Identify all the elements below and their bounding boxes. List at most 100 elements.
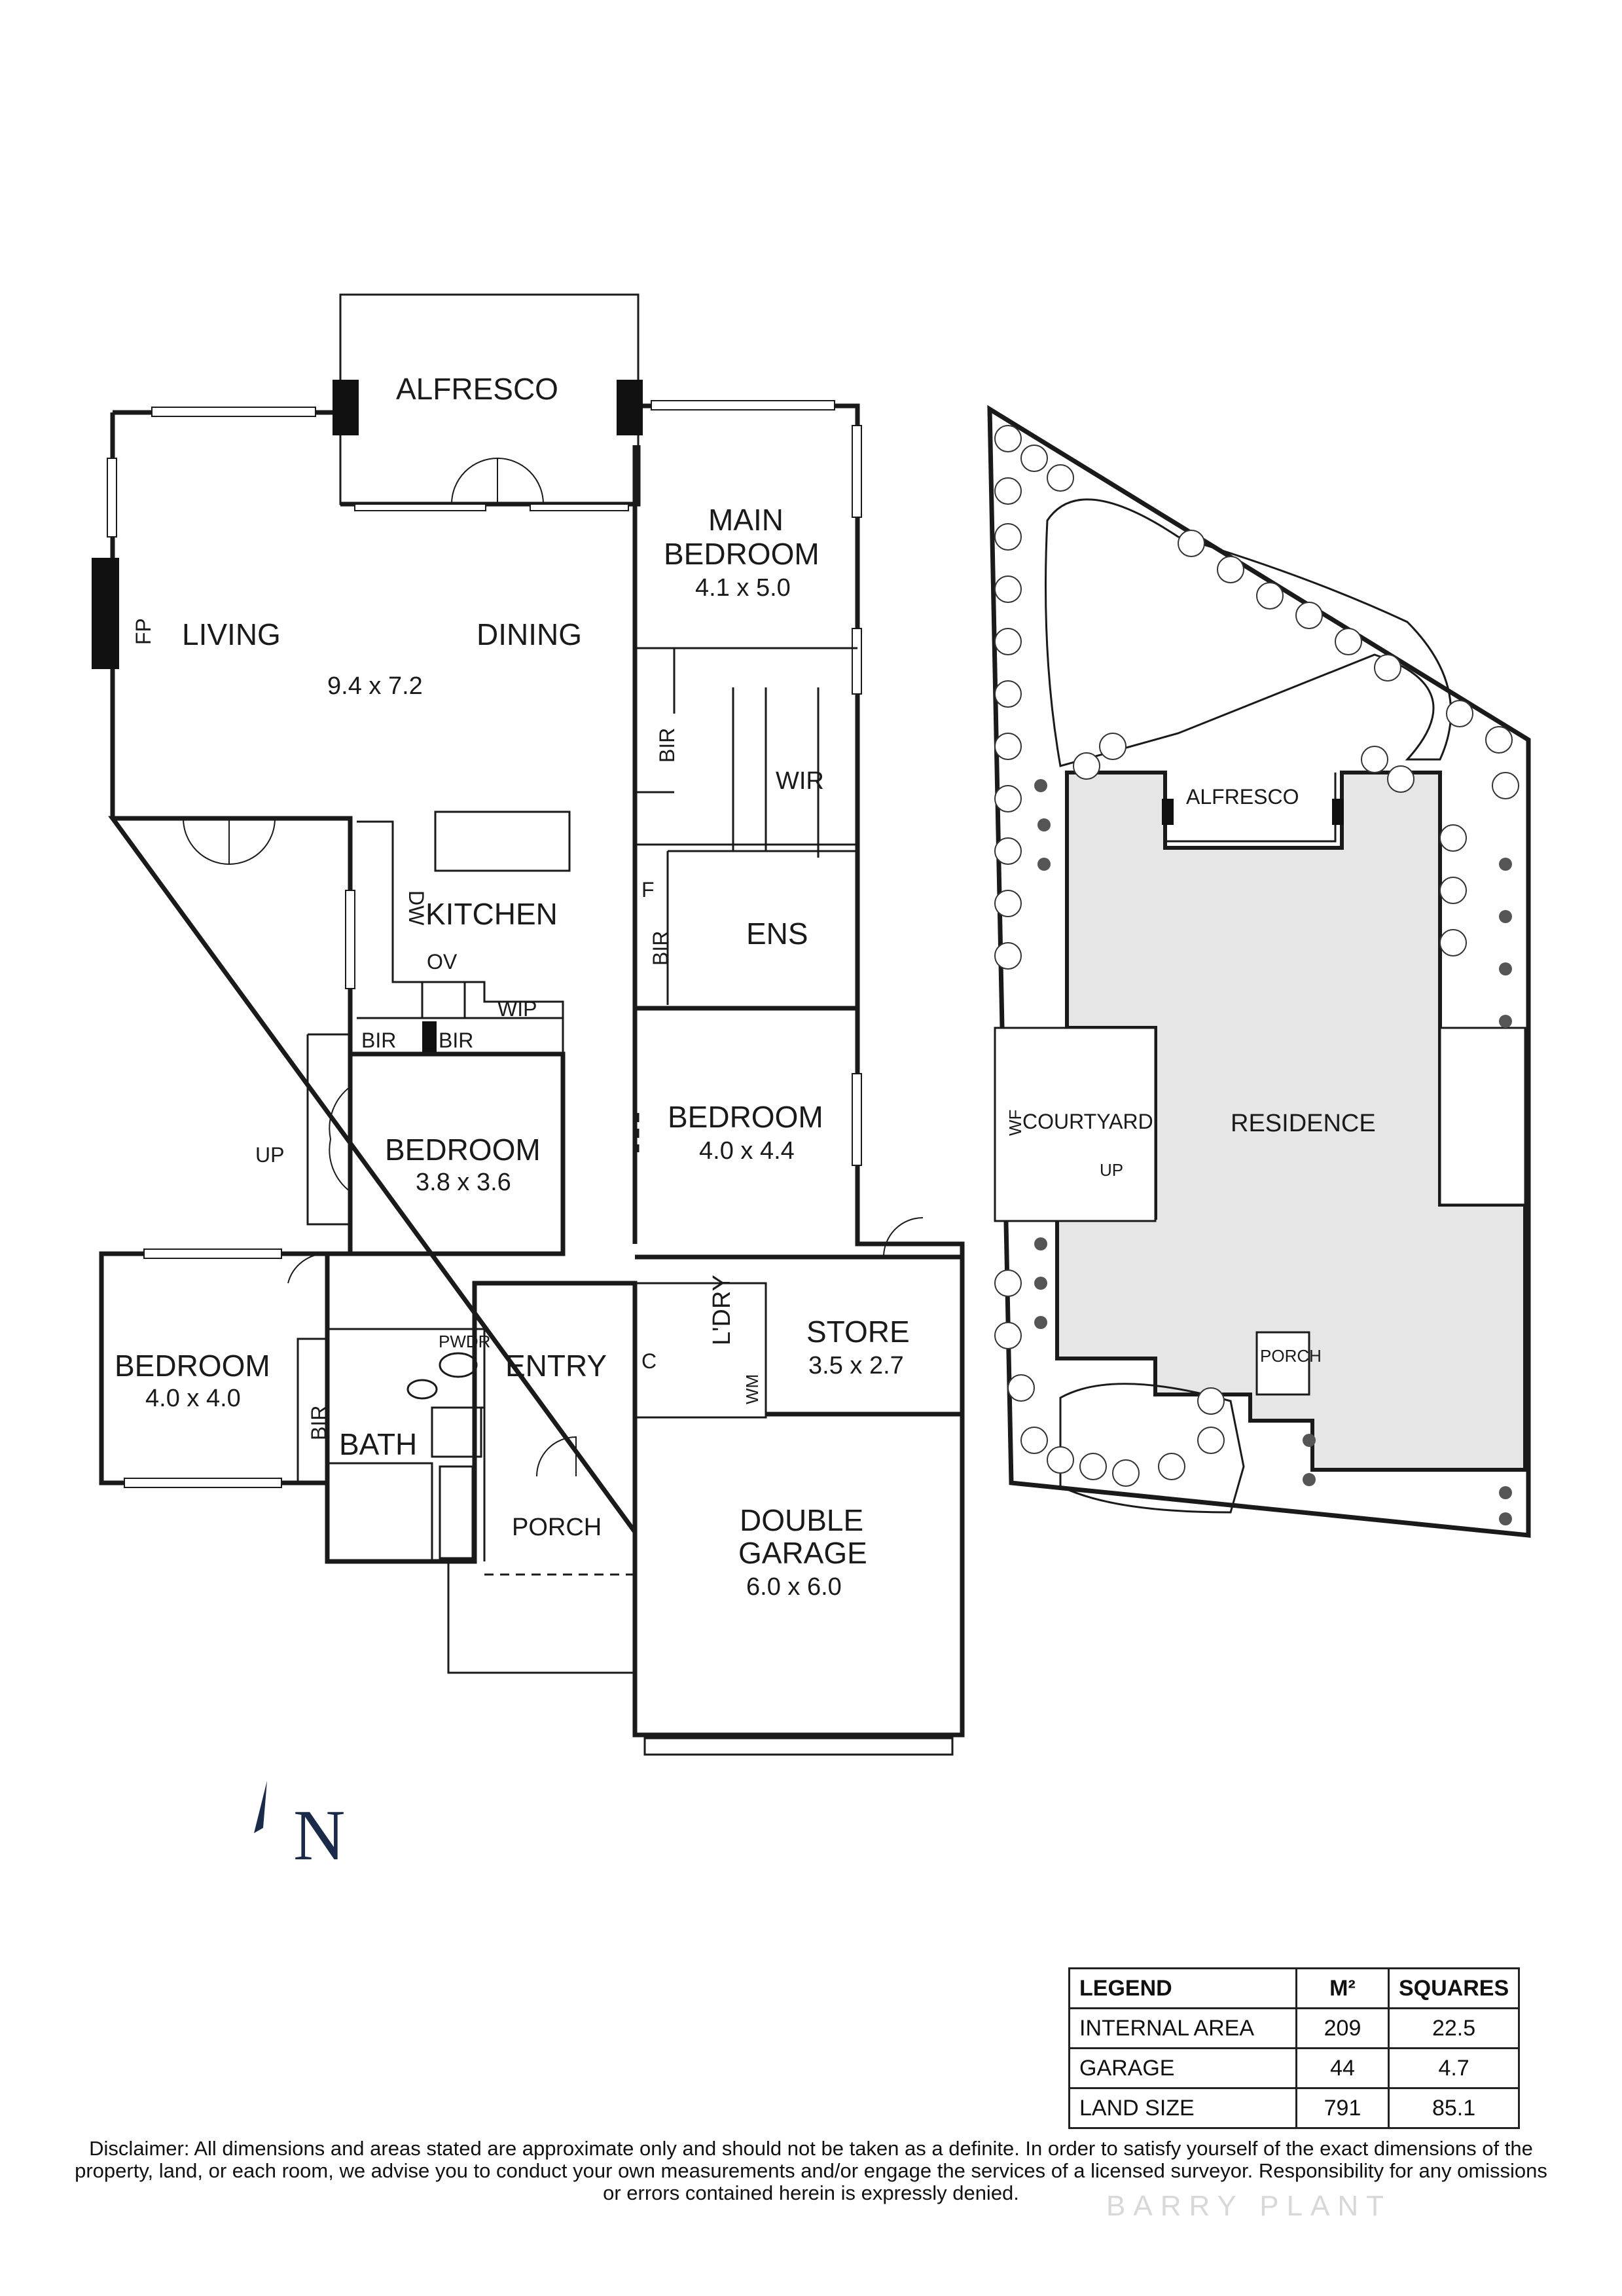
window-north-bedroom4 [143, 1248, 282, 1259]
store-walls [766, 1254, 965, 1417]
label-bedroom2: BEDROOM [385, 1133, 541, 1167]
label-bir-b: BIR [439, 1029, 473, 1052]
window-north-living [151, 407, 316, 417]
north-pointer [254, 1781, 267, 1833]
bedroom2-walls [348, 1051, 566, 1256]
label-porch: PORCH [512, 1514, 602, 1541]
alfresco-site-col-left [1162, 799, 1174, 825]
label-double: DOUBLE [740, 1503, 863, 1537]
stair-door [329, 1086, 351, 1192]
legend-cell-label: LAND SIZE [1068, 2087, 1297, 2129]
label-living: LIVING [182, 617, 281, 651]
legend-row: LAND SIZE 791 85.1 [1068, 2087, 1521, 2129]
label-fp: FP [132, 618, 155, 645]
label-entry: ENTRY [505, 1349, 607, 1383]
disclaimer-text: Disclaimer: All dimensions and areas sta… [75, 2137, 1547, 2204]
toilet [439, 1352, 478, 1378]
label-ens: ENS [746, 917, 808, 951]
label-ldry: L'DRY [708, 1275, 736, 1345]
porch-site [1255, 1331, 1310, 1396]
label-garage: GARAGE [738, 1536, 867, 1570]
floor-plan: ALFRESCO LIVING DINING 9.4 x 7.2 FP MAIN… [92, 293, 965, 1756]
fireplace [92, 558, 119, 669]
basin [406, 1379, 438, 1400]
bedroom-sliding-doors [562, 1113, 640, 1152]
site-plan: ALFRESCO COURTYARD WF UP RESIDENCE PORCH [987, 405, 1531, 1538]
garage-door [643, 1737, 954, 1756]
cooktop [421, 981, 466, 1019]
legend-header-row: LEGEND M² SQUARES [1068, 1967, 1521, 2009]
garden-north [1045, 498, 1452, 767]
alfresco-doors [451, 457, 544, 505]
legend-cell-squares: 4.7 [1387, 2047, 1521, 2089]
label-pwdr: PWDR [439, 1332, 490, 1351]
legend-cell-m2: 791 [1295, 2087, 1390, 2129]
label-store-size: 3.5 x 2.7 [808, 1352, 904, 1379]
window-west-living [107, 458, 117, 538]
label-bedroom3: BEDROOM [668, 1100, 823, 1134]
legend-row: INTERNAL AREA 209 22.5 [1068, 2007, 1521, 2049]
site-label-wf: WF [1005, 1110, 1025, 1136]
wir-walls [635, 687, 820, 858]
label-main-bedroom-size: 4.1 x 5.0 [695, 574, 791, 602]
site-label-courtyard: COURTYARD [1022, 1110, 1153, 1133]
north-letter: N [293, 1795, 345, 1872]
boundary-shrubs [1034, 779, 1512, 1525]
legend-header-squares: SQUARES [1387, 1967, 1521, 2009]
window-north-main-bedroom [651, 400, 835, 410]
alfresco-site-col-right [1332, 799, 1344, 825]
label-f: F [641, 878, 655, 902]
site-label-alfresco: ALFRESCO [1186, 785, 1299, 809]
label-dining: DINING [477, 617, 582, 651]
label-up: UP [255, 1143, 284, 1167]
label-living-size: 9.4 x 7.2 [327, 672, 423, 700]
window-south-bedroom4 [124, 1478, 282, 1488]
front-door [536, 1436, 577, 1477]
label-bir-bed4: BIR [307, 1406, 331, 1440]
label-main: MAIN [708, 503, 784, 537]
porch-outline [447, 1561, 635, 1674]
label-bedroom4: BEDROOM [115, 1349, 270, 1383]
label-kitchen: KITCHEN [425, 897, 558, 931]
label-bedroom3-size: 4.0 x 4.4 [699, 1137, 795, 1165]
label-wir: WIR [776, 767, 824, 795]
wall-wir-ens [635, 843, 857, 852]
window-alfresco-right [530, 503, 629, 511]
legend-cell-squares: 85.1 [1387, 2087, 1521, 2129]
garden-south [1059, 1383, 1245, 1514]
window-alfresco-left [354, 503, 486, 511]
window-east-main-bedroom [852, 425, 862, 518]
legend-cell-m2: 209 [1295, 2007, 1390, 2049]
legend-cell-m2: 44 [1295, 2047, 1390, 2089]
window-east-bedroom [852, 1073, 862, 1166]
watermark: BARRY PLANT [1106, 2190, 1392, 2222]
window-kitchen [345, 890, 355, 989]
courtyard [994, 1027, 1157, 1222]
window-east-main-bedroom-2 [852, 628, 862, 695]
label-bir-main: BIR [655, 728, 679, 763]
alfresco-wall [340, 445, 641, 507]
label-bath: BATH [339, 1427, 417, 1461]
label-store: STORE [806, 1315, 910, 1349]
kitchen-island [434, 811, 571, 872]
bir-divider [422, 1021, 437, 1053]
label-wm: WM [742, 1374, 762, 1404]
bathtub [439, 1465, 474, 1559]
label-dw: DW [405, 890, 428, 926]
north-arrow-icon: N [254, 1781, 345, 1872]
garage-site [1439, 1027, 1526, 1206]
site-label-up: UP [1100, 1160, 1123, 1180]
shower [431, 1406, 482, 1458]
alfresco-column-left [333, 380, 359, 435]
label-garage-size: 6.0 x 6.0 [746, 1573, 842, 1601]
label-bir-a: BIR [361, 1029, 396, 1052]
label-bir-ens: BIR [649, 931, 672, 966]
label-wip: WIP [497, 997, 537, 1021]
site-label-porch: PORCH [1260, 1346, 1322, 1366]
site-label-residence: RESIDENCE [1231, 1110, 1376, 1137]
legend-cell-label: INTERNAL AREA [1068, 2007, 1297, 2049]
alfresco-column-right [617, 380, 643, 435]
label-main-bedroom: BEDROOM [664, 537, 820, 571]
bed4-door [287, 1252, 328, 1284]
